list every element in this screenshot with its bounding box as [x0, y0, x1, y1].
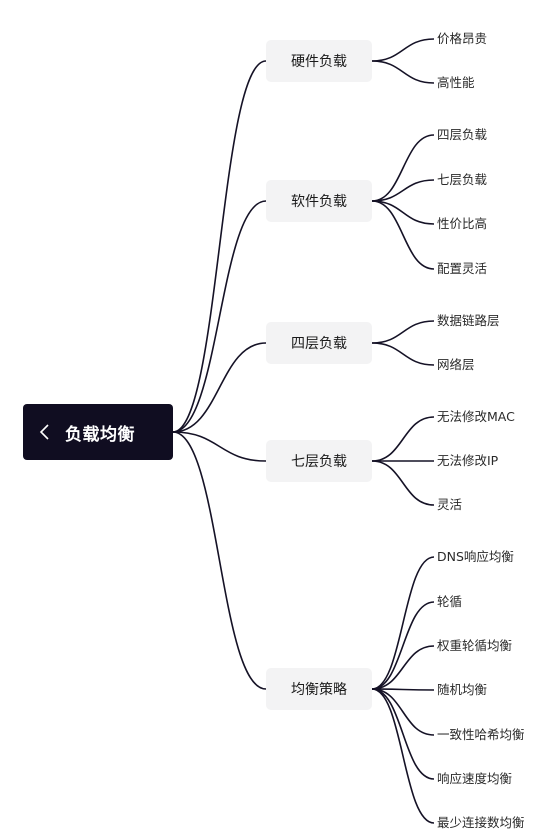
leaf-hw-expensive[interactable]: 价格昂贵: [437, 31, 488, 46]
edge-branch-4-leaf-3: [371, 688, 435, 691]
leaf-l7-flexible[interactable]: 灵活: [437, 497, 463, 512]
leaf-l4-datalink[interactable]: 数据链路层: [437, 313, 500, 328]
edge-root-branch-4: [172, 431, 267, 690]
edge-branch-1-leaf-2: [371, 200, 435, 225]
leaf-st-weighted-rr[interactable]: 权重轮循均衡: [437, 638, 513, 653]
leaf-l7-no-mac[interactable]: 无法修改MAC: [437, 409, 515, 424]
branch-layer7-load[interactable]: 七层负载: [266, 440, 372, 482]
edge-root-branch-0: [172, 60, 267, 433]
leaf-sw-layer4[interactable]: 四层负载: [437, 127, 488, 142]
edge-branch-1-leaf-0: [371, 134, 435, 202]
edge-root-branch-2: [172, 342, 267, 433]
edge-branch-2-leaf-0: [371, 320, 435, 344]
edge-branch-4-leaf-5: [371, 688, 435, 780]
branch-balancing-strategy[interactable]: 均衡策略: [266, 668, 372, 710]
edge-branch-4-leaf-2: [371, 645, 435, 690]
leaf-sw-cost-effective[interactable]: 性价比高: [437, 216, 488, 231]
root-node[interactable]: 负载均衡: [23, 404, 173, 460]
chevron-left-icon[interactable]: [35, 422, 55, 442]
edge-branch-4-leaf-6: [371, 688, 435, 824]
leaf-st-random[interactable]: 随机均衡: [437, 682, 488, 697]
leaf-st-consistent-hash[interactable]: 一致性哈希均衡: [437, 727, 525, 742]
edge-branch-0-leaf-1: [371, 60, 435, 84]
edge-branch-4-leaf-1: [371, 601, 435, 690]
edge-branch-4-leaf-0: [371, 556, 435, 690]
edge-branch-3-leaf-0: [371, 416, 435, 462]
leaf-st-response-speed[interactable]: 响应速度均衡: [437, 771, 513, 786]
leaf-hw-performance[interactable]: 高性能: [437, 75, 475, 90]
branch-hardware-load[interactable]: 硬件负载: [266, 40, 372, 82]
edge-branch-1-leaf-1: [371, 179, 435, 202]
edge-branch-2-leaf-1: [371, 342, 435, 366]
leaf-l4-network[interactable]: 网络层: [437, 357, 475, 372]
leaf-l7-no-ip[interactable]: 无法修改IP: [437, 453, 499, 468]
branch-layer4-load[interactable]: 四层负载: [266, 322, 372, 364]
root-label: 负载均衡: [65, 424, 135, 445]
leaf-st-least-conn[interactable]: 最少连接数均衡: [437, 815, 525, 830]
edge-branch-3-leaf-2: [371, 460, 435, 506]
edge-root-branch-3: [172, 431, 267, 462]
leaf-sw-flexible-config[interactable]: 配置灵活: [437, 261, 488, 276]
edge-root-branch-1: [172, 200, 267, 433]
leaf-sw-layer7[interactable]: 七层负载: [437, 172, 488, 187]
edge-branch-0-leaf-0: [371, 38, 435, 62]
branch-software-load[interactable]: 软件负载: [266, 180, 372, 222]
leaf-st-dns[interactable]: DNS响应均衡: [437, 549, 514, 564]
edge-branch-4-leaf-4: [371, 688, 435, 736]
leaf-st-round-robin[interactable]: 轮循: [437, 594, 463, 609]
edge-branch-1-leaf-3: [371, 200, 435, 270]
